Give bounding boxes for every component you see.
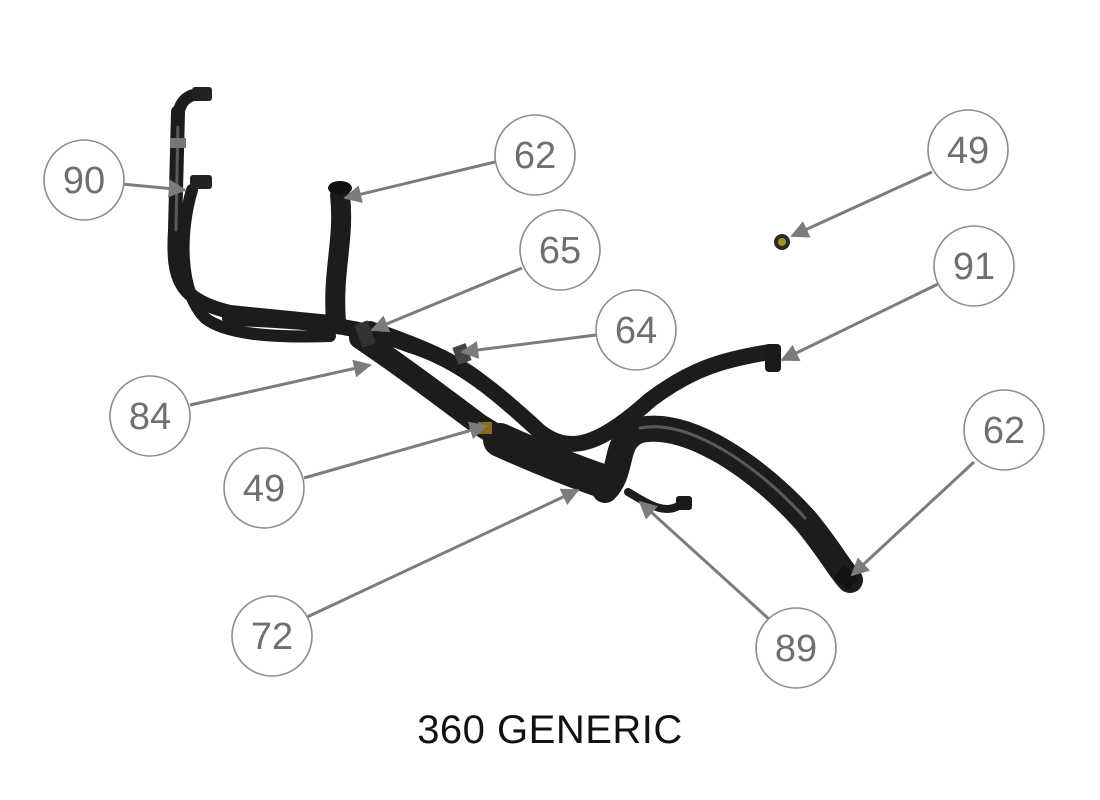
- hose-sleeve: [483, 423, 622, 499]
- leader-lines: [121, 160, 976, 622]
- hose-left-highlight: [174, 116, 180, 232]
- fitting-mid-cap: [190, 175, 212, 189]
- hose-trunk-mid: [363, 321, 487, 387]
- balloon-49-lower-label: 49: [243, 468, 285, 510]
- balloon-49-lower: 49: [223, 447, 305, 529]
- leader-64: [460, 333, 597, 359]
- balloon-49-top-label: 49: [947, 130, 989, 172]
- leader-49-lower: [303, 421, 488, 480]
- balloon-65: 65: [519, 209, 601, 291]
- leader-84: [189, 359, 372, 407]
- balloon-84: 84: [109, 375, 191, 457]
- hose-trunk-upper: [222, 310, 778, 452]
- balloon-89: 89: [755, 607, 837, 689]
- part-49-isolated-core: [778, 238, 786, 246]
- clamp-65: [354, 320, 376, 348]
- fitting-bottom-right: [834, 566, 858, 590]
- hose-s-bend: [592, 415, 863, 593]
- hose-s-bend-highlight: [638, 425, 807, 520]
- leader-62-top: [343, 160, 496, 203]
- balloon-62-bottom-label: 62: [983, 410, 1025, 452]
- fitting-top-sleeve: [170, 138, 186, 148]
- balloon-89-label: 89: [775, 628, 817, 670]
- balloon-62-top-label: 62: [514, 135, 556, 177]
- balloon-62-top: 62: [494, 114, 576, 196]
- balloon-64-label: 64: [615, 310, 657, 352]
- balloon-90-label: 90: [63, 160, 105, 202]
- balloon-49-top: 49: [927, 109, 1009, 191]
- leader-49-top: [790, 170, 933, 238]
- balloon-65-label: 65: [539, 230, 581, 272]
- leader-89: [638, 500, 772, 622]
- hose-upright-end: [328, 181, 352, 195]
- hose-left-vertical-second: [177, 184, 336, 343]
- balloon-90: 90: [43, 139, 125, 221]
- hose-upright: [325, 185, 352, 332]
- hose-fitting-89: [624, 488, 684, 514]
- balloons: 90 62 49 65 91 64 84 49: [43, 109, 1045, 689]
- balloon-72-label: 72: [251, 616, 293, 658]
- balloon-64: 64: [595, 289, 677, 371]
- leader-62-bottom: [850, 460, 976, 577]
- leader-91: [780, 282, 939, 362]
- hose-left-vertical: [167, 105, 337, 329]
- balloon-84-label: 84: [129, 396, 171, 438]
- leader-65: [370, 266, 523, 333]
- fitting-89-cap: [676, 496, 692, 510]
- fitting-top-cap: [192, 87, 212, 101]
- diagram-caption: 360 GENERIC: [417, 708, 683, 752]
- fitting-right-elbow: [765, 344, 781, 372]
- balloon-62-bottom: 62: [963, 389, 1045, 471]
- leader-72: [304, 488, 580, 620]
- balloon-91-label: 91: [953, 246, 995, 288]
- leader-90: [121, 179, 187, 198]
- balloon-72: 72: [231, 595, 313, 677]
- balloon-91: 91: [933, 225, 1015, 307]
